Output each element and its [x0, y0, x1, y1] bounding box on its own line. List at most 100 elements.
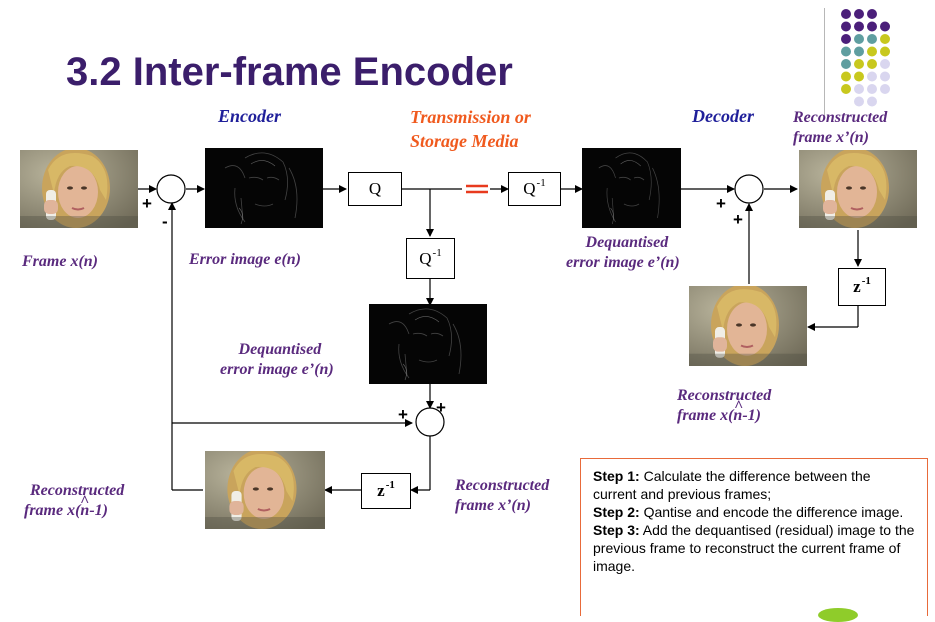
step-1: Step 1: Calculate the difference between… [593, 467, 917, 503]
decor-dot [854, 34, 864, 44]
decor-dot [880, 59, 890, 69]
decor-divider [824, 8, 825, 116]
recon-current-encoder-line2: frame x’(n) [455, 497, 531, 514]
page-title: 3.2 Inter-frame Encoder [66, 50, 513, 94]
delay-exponent: -1 [861, 275, 871, 287]
recon-current-encoder-label: Reconstructed frame x’(n) [455, 476, 549, 516]
decor-dot [880, 46, 890, 57]
decor-dot [867, 34, 877, 44]
dequantiser-label: Q [419, 248, 432, 268]
dequantiser-label: Q [523, 179, 536, 198]
step-text: Calculate the difference between the cur… [593, 468, 871, 502]
dequantised-decoder-label: Dequantised error image e’(n) [566, 233, 680, 273]
dequantiser-exponent: -1 [432, 246, 442, 259]
decor-dot [854, 9, 864, 19]
quantiser-label: Q [368, 179, 382, 198]
recon-current-encoder-line1: Reconstructed [455, 477, 550, 494]
dequantised-decoder-line2: error image e’(n) [566, 254, 680, 271]
hat-symbol: ^ [80, 493, 90, 510]
quantiser-block: Q [348, 172, 402, 206]
encoder-previous-frame-image [205, 451, 325, 529]
recon-adder-plus-left: + [398, 405, 408, 424]
error-image-decoder [582, 148, 681, 228]
channel-symbol [466, 184, 488, 194]
encoder-adder-minus: - [162, 212, 168, 231]
decor-dot [854, 21, 864, 32]
decor-dot [867, 9, 877, 19]
media-header: Transmission or Storage Media [410, 105, 531, 153]
decor-dot [880, 71, 890, 82]
step-label: Step 3: [593, 522, 640, 538]
decor-dot [841, 46, 851, 57]
recon-previous-encoder-line2: frame x(n-1) [24, 502, 108, 519]
media-header-line1: Transmission or [410, 107, 531, 127]
dequantised-encoder-line1: Dequantised [238, 341, 322, 358]
decor-dot [867, 71, 877, 82]
delay-exponent: -1 [385, 479, 395, 491]
decoder-dequantiser-block: Q-1 [508, 172, 561, 206]
decoded-frame-image [799, 150, 917, 228]
recon-top-label: Reconstructed frame x’(n) [793, 108, 887, 148]
error-image-label: Error image e(n) [189, 251, 301, 268]
decoder-adder-plus-left: + [716, 194, 726, 213]
decoder-header: Decoder [692, 106, 754, 126]
decoder-delay-block: z-1 [838, 268, 886, 306]
decor-dot [854, 71, 864, 82]
decor-dot [867, 96, 877, 107]
decor-dot [841, 59, 851, 69]
frame-label: Frame x(n) [22, 253, 98, 270]
decor-dot [841, 34, 851, 44]
decor-dot [880, 84, 890, 94]
decor-dot [880, 34, 890, 44]
steps-note: Step 1: Calculate the difference between… [580, 458, 928, 616]
decor-dot [854, 59, 864, 69]
decoder-previous-frame-image [689, 286, 807, 366]
step-label: Step 2: [593, 504, 640, 520]
decor-dot [867, 21, 877, 32]
encoder-header: Encoder [218, 106, 281, 126]
encoder-dequantiser-block: Q-1 [406, 238, 455, 279]
dequantised-encoder-line2: error image e’(n) [220, 361, 334, 378]
recon-adder-plus-top: + [436, 398, 446, 417]
encoder-delay-block: z-1 [361, 473, 411, 509]
decor-dot [841, 71, 851, 82]
recon-top-line1: Reconstructed [793, 109, 888, 126]
dequantised-decoder-line1: Dequantised [585, 234, 669, 251]
recon-previous-decoder-line2: frame x(n-1) [677, 407, 761, 424]
delay-label: z [377, 481, 385, 500]
decor-dot [854, 46, 864, 57]
encoder-adder-plus: + [142, 194, 152, 213]
step-text: Add the dequantised (residual) image to … [593, 522, 915, 574]
media-header-line2: Storage Media [410, 131, 519, 151]
recon-previous-decoder-label: Reconstructed frame x(n-1) ^ [677, 386, 771, 426]
decor-dot-grid [841, 9, 890, 107]
decoder-adder-plus-bottom: + [733, 210, 743, 229]
recon-previous-encoder-label: Reconstructed frame x(n-1) ^ [24, 481, 124, 521]
decor-dot [867, 46, 877, 57]
hat-symbol: ^ [734, 398, 744, 415]
error-image-encoder [205, 148, 323, 228]
decor-dot [880, 21, 890, 32]
dequantised-encoder-label: Dequantised error image e’(n) [220, 340, 334, 380]
recon-previous-decoder-line2-wrap: frame x(n-1) ^ [677, 398, 771, 426]
decor-dot [867, 84, 877, 94]
input-frame-image [20, 150, 138, 228]
recon-top-line2: frame x’(n) [793, 129, 869, 146]
delay-label: z [853, 277, 861, 296]
decor-dot [841, 9, 851, 19]
recon-previous-encoder-line1: Reconstructed [30, 482, 125, 499]
step-label: Step 1: [593, 468, 640, 484]
decor-dot [841, 21, 851, 32]
decor-dot [854, 84, 864, 94]
dequantiser-exponent: -1 [536, 177, 546, 189]
recon-previous-decoder-line1: Reconstructed [677, 387, 772, 404]
step-text: Qantise and encode the difference image. [639, 504, 904, 520]
decor-dot [854, 96, 864, 107]
decor-dot [841, 84, 851, 94]
step-3: Step 3: Add the dequantised (residual) i… [593, 521, 917, 575]
decor-green-blob [818, 608, 858, 622]
step-2: Step 2: Qantise and encode the differenc… [593, 503, 917, 521]
error-image-dequantised [369, 304, 487, 384]
decor-dot [867, 59, 877, 69]
